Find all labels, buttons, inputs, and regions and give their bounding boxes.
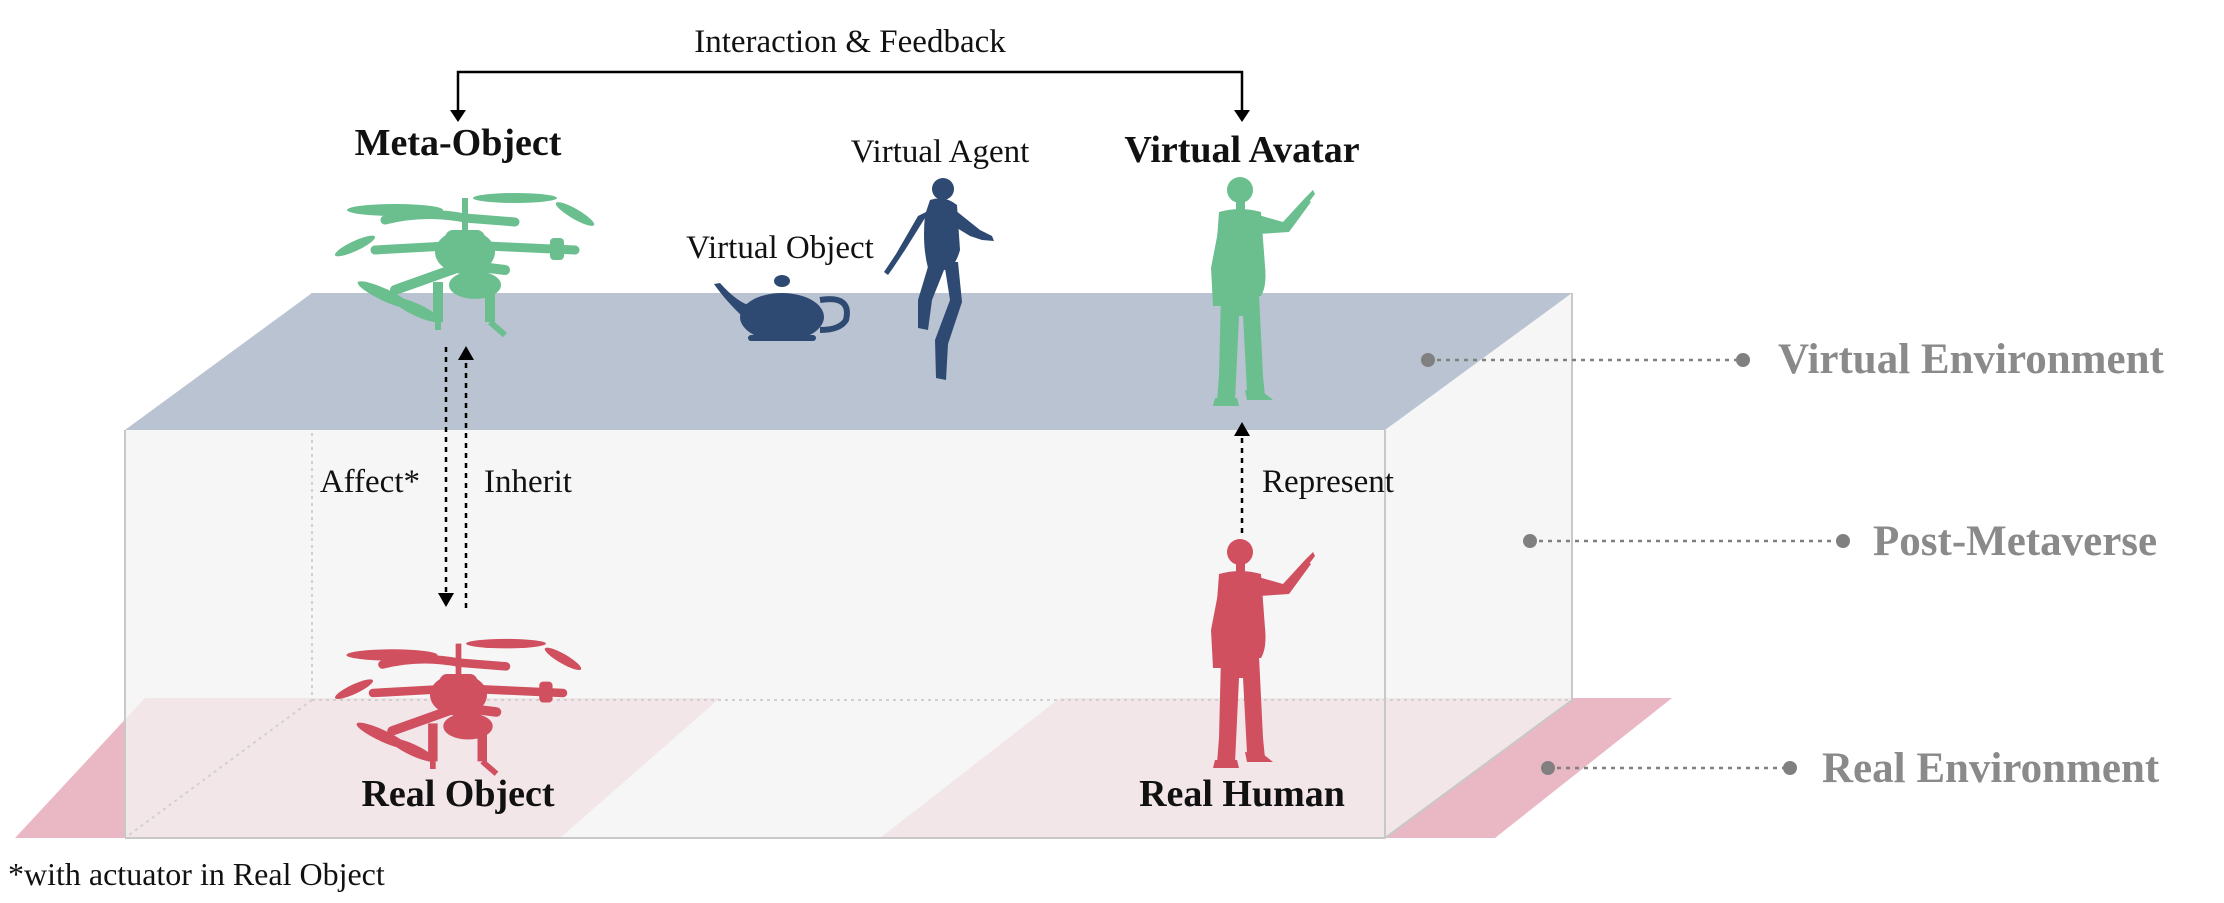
teapot-icon: [714, 275, 850, 341]
virtual-environment-label: Virtual Environment: [1778, 336, 2165, 383]
interaction-feedback-connector: [456, 70, 1244, 113]
real-object-label: Real Object: [361, 773, 554, 815]
inherit-arrowhead: [458, 346, 474, 360]
callout-dot: [1736, 353, 1750, 367]
box-edge: [1384, 699, 1573, 839]
virtual-plane: [125, 293, 1572, 430]
virtual-avatar-label: Virtual Avatar: [1124, 129, 1359, 171]
represent-arrowhead: [1234, 422, 1250, 436]
virtual-agent-label: Virtual Agent: [851, 134, 1030, 170]
connector-arrowhead-right: [1234, 110, 1250, 122]
connector-arrowhead-left: [450, 110, 466, 122]
callout-dot: [1836, 534, 1850, 548]
callout-dot: [1783, 761, 1797, 775]
virtual-object-label: Virtual Object: [686, 230, 874, 266]
post-metaverse-label: Post-Metaverse: [1873, 518, 2157, 565]
represent-label: Represent: [1262, 464, 1394, 500]
real-environment-label: Real Environment: [1822, 745, 2160, 792]
affect-arrowhead: [438, 593, 454, 607]
affect-label: Affect*: [320, 464, 420, 500]
box-front-face: [125, 430, 1385, 838]
real-human-label: Real Human: [1139, 773, 1345, 815]
box-right-face: [1385, 293, 1572, 838]
footnote: *with actuator in Real Object: [8, 856, 385, 892]
interaction-feedback-label: Interaction & Feedback: [694, 24, 1006, 60]
meta-object-label: Meta-Object: [355, 122, 562, 164]
inherit-label: Inherit: [484, 464, 572, 500]
running-person-icon: [884, 178, 994, 380]
